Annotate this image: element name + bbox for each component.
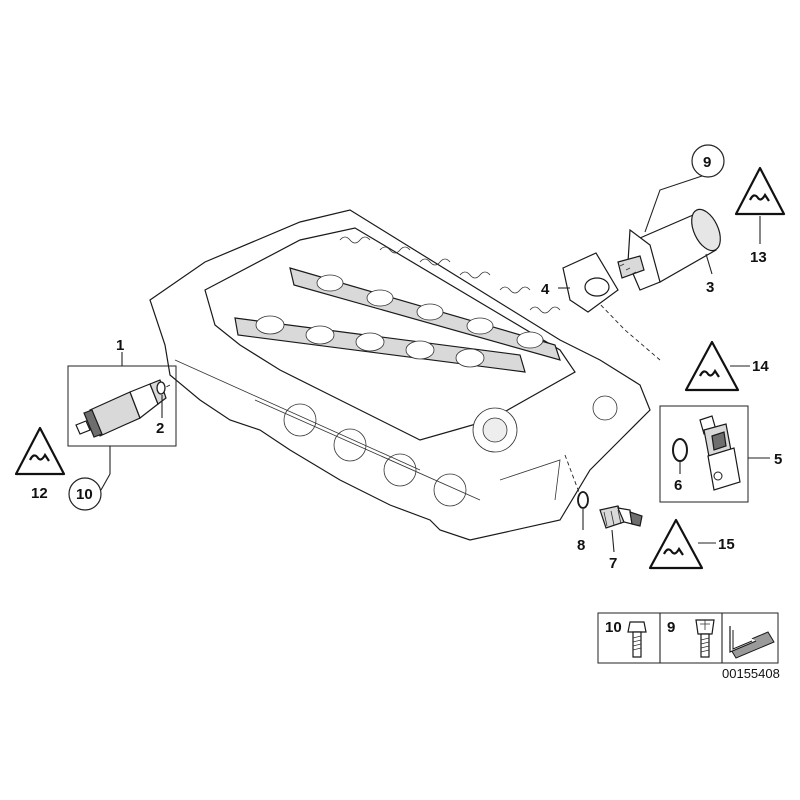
callout-9-circle	[691, 144, 725, 178]
cylinder-head-illustration	[139, 209, 661, 541]
warning-triangle-13: 13	[734, 166, 786, 266]
part-5-box	[659, 405, 749, 503]
callout-10-circle	[68, 477, 102, 511]
warning-triangle-icon	[14, 426, 66, 476]
callout-4: 4	[541, 281, 550, 298]
sealing-ring-8	[577, 491, 589, 509]
torx-bolt-icon	[695, 619, 715, 658]
warning-triangle-14: 14	[684, 340, 769, 392]
callout-1: 1	[116, 337, 124, 354]
eccentric-shaft-motor-group: 9 4 3	[541, 144, 725, 313]
callout-3: 3	[706, 279, 714, 296]
callout-5: 5	[774, 451, 782, 468]
callout-8: 8	[577, 537, 585, 554]
warning-triangle-15: 15	[648, 518, 735, 570]
callout-12: 12	[31, 485, 48, 502]
o-ring-2	[156, 381, 166, 395]
callout-6: 6	[674, 477, 682, 494]
solenoid-valve-group: 1 2 10	[67, 337, 177, 511]
solenoid-valve	[75, 379, 167, 438]
vanos-solenoid-group: 5 6	[659, 405, 782, 503]
legend-label-9: 9	[667, 619, 675, 636]
legend-label-10: 10	[605, 619, 622, 636]
warning-triangle-icon	[648, 518, 704, 570]
diagram-number: 00155408	[722, 666, 780, 681]
arrow-icon	[729, 626, 775, 659]
warning-triangle-12: 12	[14, 426, 66, 502]
o-ring-6	[672, 438, 688, 462]
callout-7: 7	[609, 555, 617, 572]
motor-3	[617, 208, 721, 291]
warning-triangle-icon	[684, 340, 740, 392]
callout-15: 15	[718, 536, 735, 553]
callout-13: 13	[750, 249, 767, 266]
fastener-legend: 10 9	[597, 612, 779, 664]
callout-9: 9	[703, 154, 711, 171]
callout-10: 10	[76, 486, 93, 503]
sensor-group: 8 7	[577, 491, 643, 572]
warning-triangle-icon	[734, 166, 786, 216]
hex-bolt-icon	[627, 621, 647, 658]
sensor-7	[599, 505, 643, 529]
callout-14: 14	[752, 358, 769, 375]
legend-frame	[597, 612, 779, 664]
callout-2: 2	[156, 420, 164, 437]
solenoid-5	[699, 415, 741, 491]
